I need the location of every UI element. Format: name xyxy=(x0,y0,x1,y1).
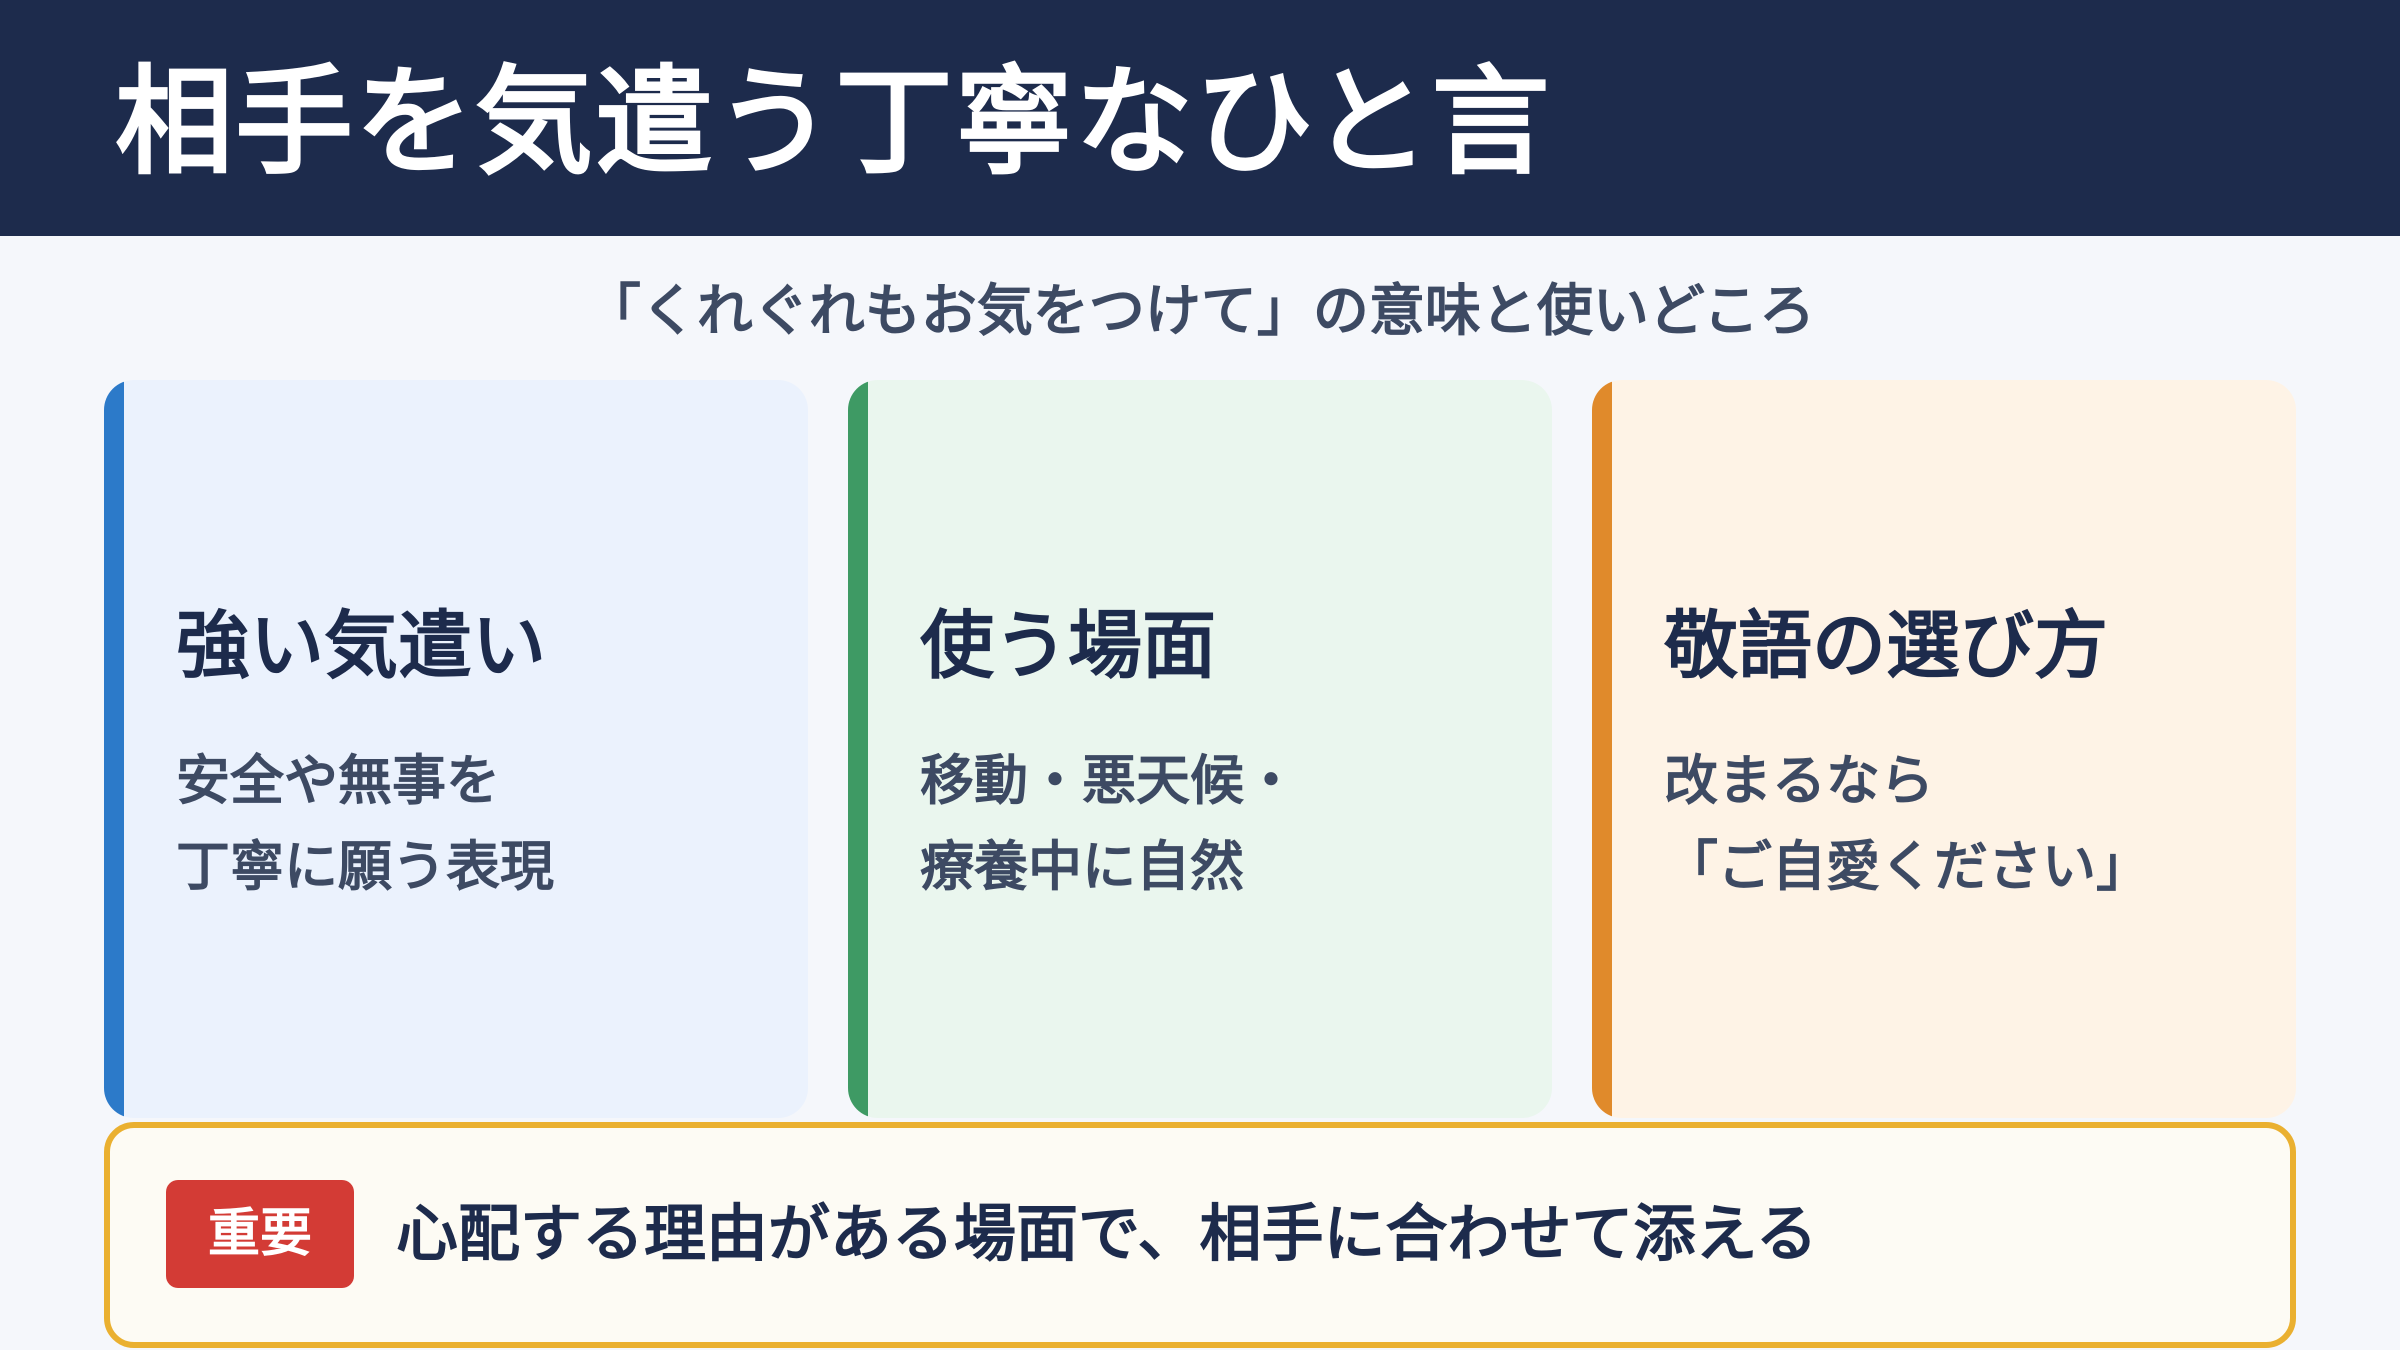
card-body-line: 安全や無事を xyxy=(176,749,500,812)
card-body-line: 療養中に自然 xyxy=(920,835,1244,898)
card-body: 移動・悪天候・ 療養中に自然 xyxy=(920,738,1298,910)
card-body-line: 改まるなら xyxy=(1664,749,1934,812)
important-note-text: 心配する理由がある場面で、相手に合わせて添える xyxy=(396,1197,1818,1270)
card-usage-scenes: 使う場面 移動・悪天候・ 療養中に自然 xyxy=(848,380,1552,1118)
card-body-line: 移動・悪天候・ xyxy=(920,749,1298,812)
card-accent-bar xyxy=(1592,380,1612,1118)
card-body-line: 「ご自愛ください」 xyxy=(1664,835,2150,898)
important-note: 重要 心配する理由がある場面で、相手に合わせて添える xyxy=(104,1122,2296,1348)
subtitle: 「くれぐれもお気をつけて」の意味と使いどころ xyxy=(584,279,1816,344)
card-title: 強い気遣い xyxy=(176,603,546,689)
card-accent-bar xyxy=(848,380,868,1118)
card-body-line: 丁寧に願う表現 xyxy=(176,835,554,898)
card-strong-care: 強い気遣い 安全や無事を 丁寧に願う表現 xyxy=(104,380,808,1118)
page-title: 相手を気遣う丁寧なひと言 xyxy=(115,53,1552,191)
header-bar: 相手を気遣う丁寧なひと言 xyxy=(0,0,2400,236)
card-body: 安全や無事を 丁寧に願う表現 xyxy=(176,738,554,910)
card-accent-bar xyxy=(104,380,124,1118)
card-body: 改まるなら 「ご自愛ください」 xyxy=(1664,738,2150,910)
card-keigo-choice: 敬語の選び方 改まるなら 「ご自愛ください」 xyxy=(1592,380,2296,1118)
important-badge: 重要 xyxy=(166,1180,354,1288)
card-title: 使う場面 xyxy=(920,603,1216,689)
card-title: 敬語の選び方 xyxy=(1664,603,2108,689)
